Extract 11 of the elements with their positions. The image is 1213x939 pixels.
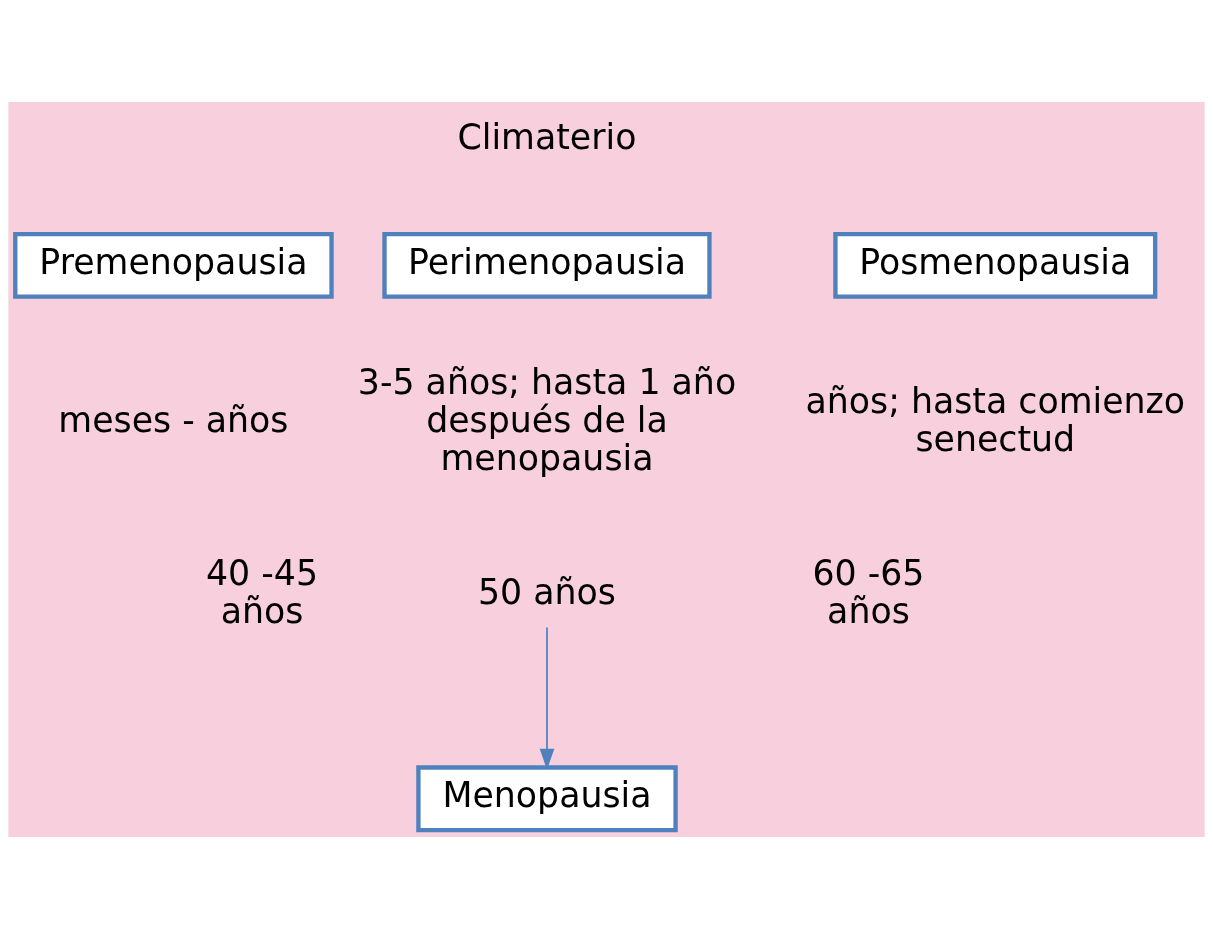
node-label: meses - años	[58, 400, 289, 441]
node-box: Posmenopausia	[833, 231, 1158, 299]
node-box: Menopausia	[416, 765, 678, 833]
node-label: 3-5 años; hasta 1 año después de la menopausia	[357, 361, 737, 479]
node-text: 50 años	[478, 572, 616, 613]
label: 40 -45 años	[206, 553, 319, 632]
node-box: Premenopausia	[13, 231, 334, 299]
node-box: Perimenopausia	[382, 231, 712, 299]
node-label: años; hasta comienzo senectud	[805, 381, 1186, 460]
label: 60 -65 años	[812, 553, 925, 632]
label: Climaterio	[457, 116, 637, 157]
